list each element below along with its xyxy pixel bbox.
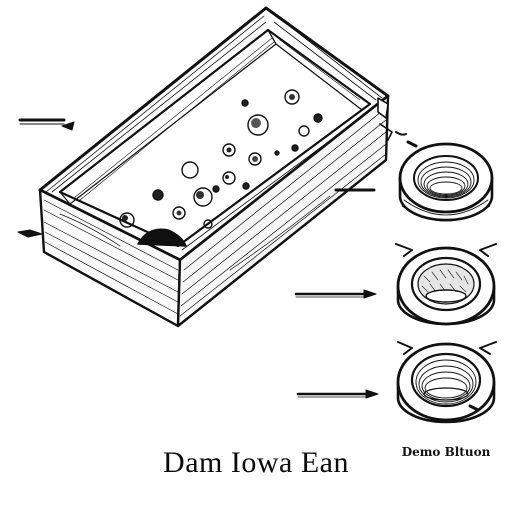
- figure-caption: Dam Iowa Ean: [163, 446, 349, 479]
- ring-bottom: [396, 341, 497, 424]
- indicator-arrow-middle: [294, 289, 377, 299]
- box-front-grain: [43, 199, 179, 315]
- pebbles: [119, 89, 323, 247]
- ring-label: Demo Bltuon: [401, 445, 491, 459]
- indicator-arrow-bottom: [296, 389, 379, 399]
- box-side-grain: [179, 107, 387, 317]
- pointer-arrow-left-top: [18, 118, 75, 131]
- wooden-box: [38, 6, 393, 328]
- ring-middle: [395, 243, 497, 326]
- pointer-arrow-left-bottom: [17, 229, 43, 238]
- ring-top: [398, 142, 494, 222]
